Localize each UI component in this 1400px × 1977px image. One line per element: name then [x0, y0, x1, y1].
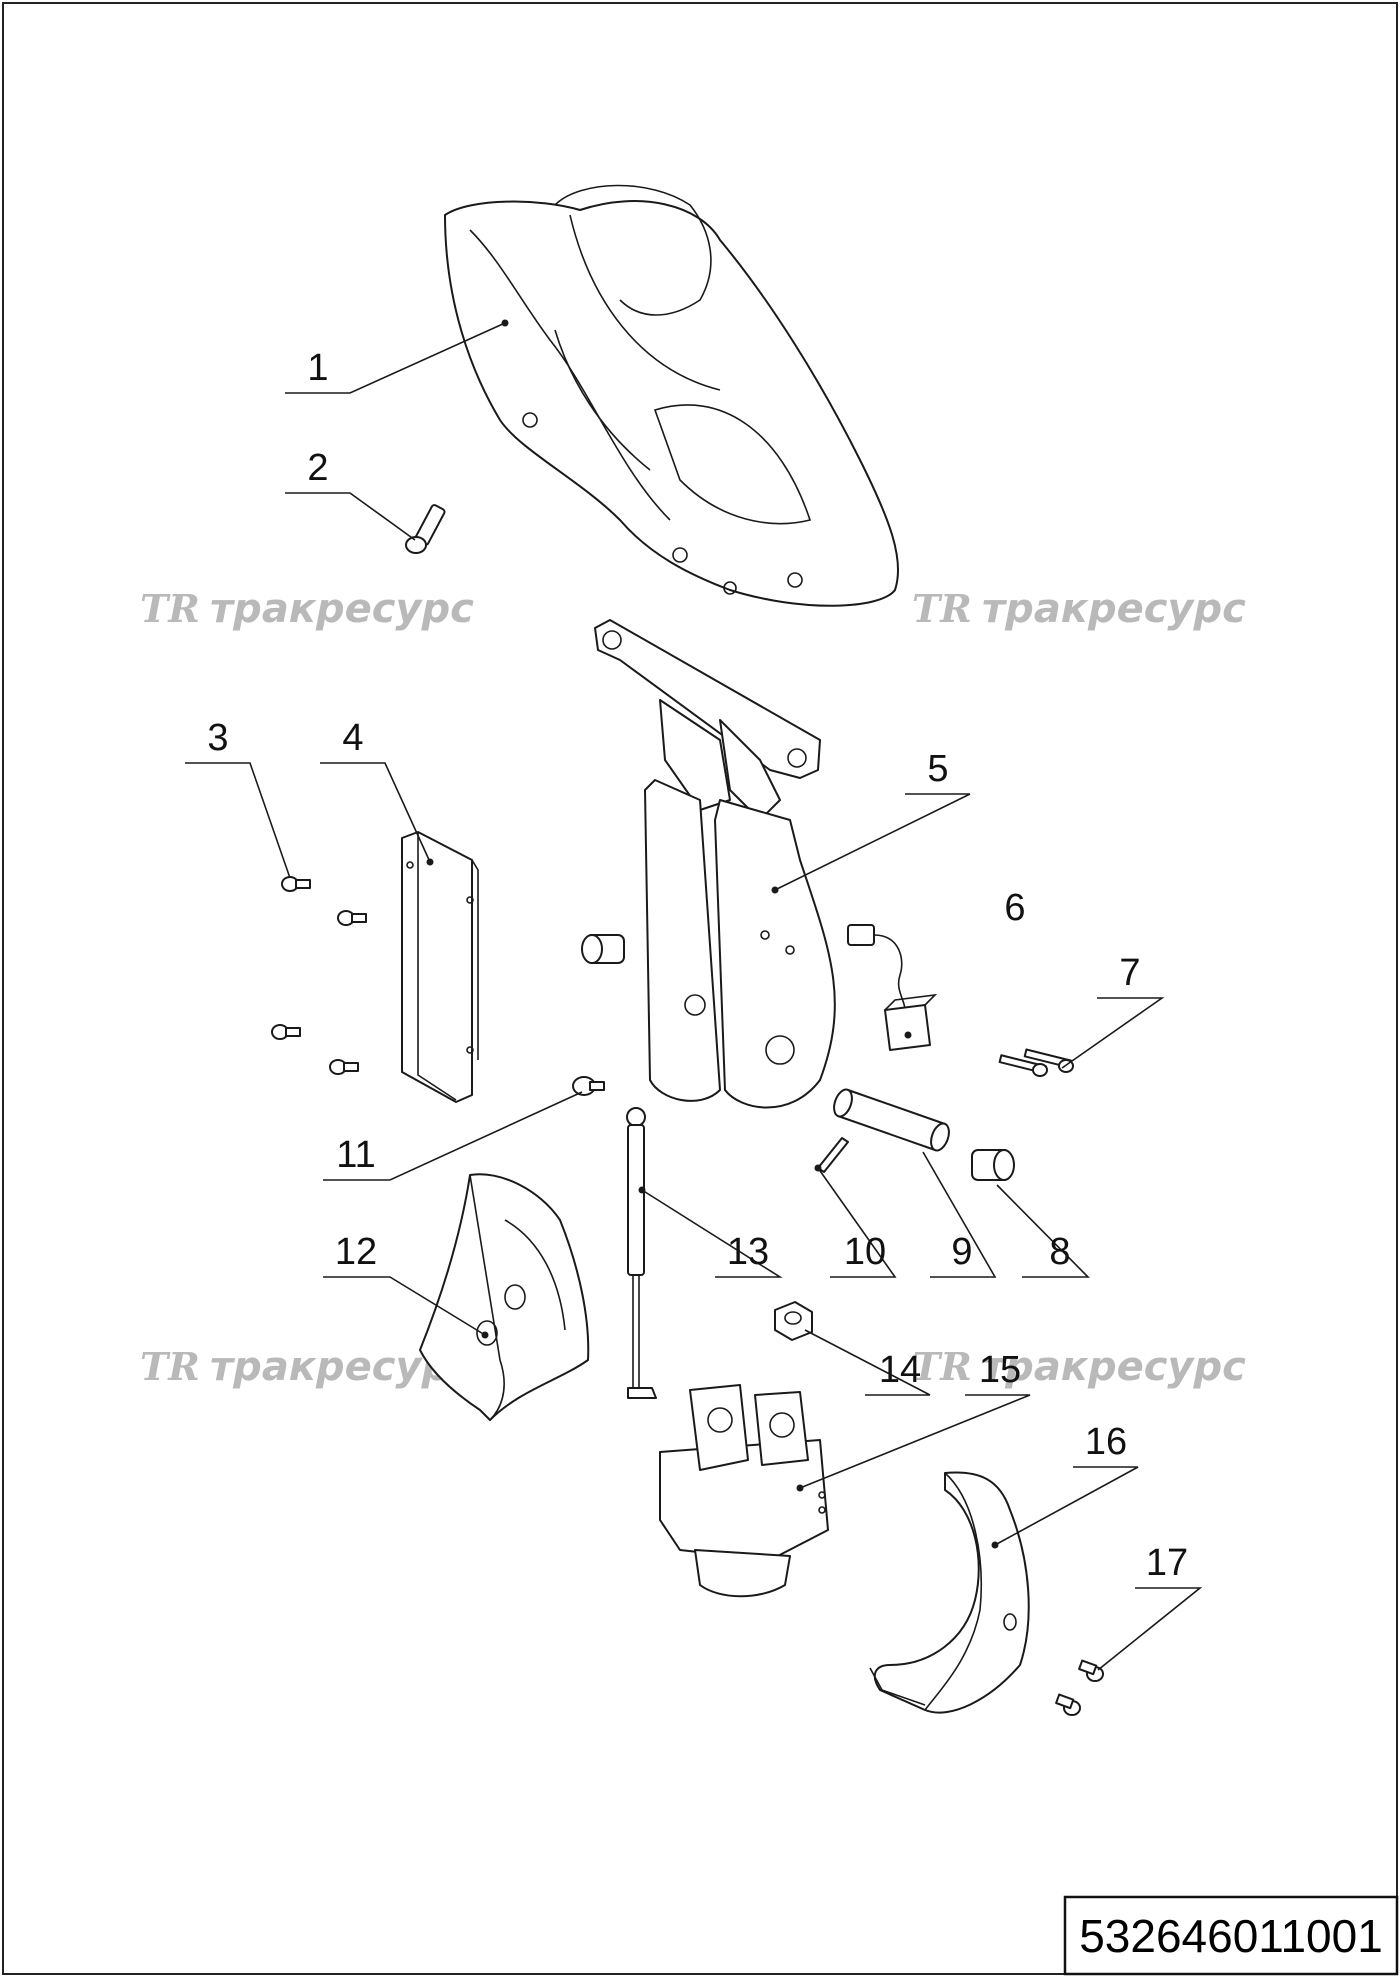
callout-10: 10 — [844, 1231, 886, 1273]
callout-12: 12 — [335, 1231, 377, 1273]
callout-5: 5 — [927, 748, 948, 790]
svg-text:тракресурс: тракресурс — [982, 586, 1246, 632]
leader-lines — [185, 320, 1203, 1671]
svg-text:TR: TR — [912, 586, 972, 631]
part-5-column-bracket — [594, 619, 836, 1109]
callout-7: 7 — [1119, 952, 1140, 994]
part-4-cover-plate — [401, 831, 479, 1103]
part-3-screws — [271, 876, 367, 1075]
callout-4: 4 — [342, 717, 363, 759]
part-10-split-pin — [817, 1137, 849, 1173]
callout-17: 17 — [1146, 1542, 1188, 1584]
bushing — [581, 934, 625, 964]
part-1-shell — [444, 184, 899, 607]
callout-3: 3 — [207, 717, 228, 759]
part-8-bushing — [971, 1149, 1015, 1181]
drawing-number-box: 532646011001 — [1063, 1895, 1399, 1976]
part-6-sensor — [847, 924, 938, 1051]
svg-text:TR: TR — [912, 1344, 972, 1389]
callout-9: 9 — [951, 1231, 972, 1273]
callout-2: 2 — [307, 447, 328, 489]
callout-labels: 1 2 3 4 5 6 7 8 9 10 11 12 13 14 15 16 1… — [207, 347, 1188, 1584]
part-17-screws — [1055, 1659, 1104, 1716]
drawing-number: 532646011001 — [1079, 1910, 1383, 1962]
watermark-top-right: TR тракресурс — [912, 586, 1246, 632]
callout-1: 1 — [307, 347, 328, 389]
svg-text:тракресурс: тракресурс — [210, 586, 474, 632]
svg-text:тракресурс: тракресурс — [982, 1344, 1246, 1390]
part-9-pin — [833, 1088, 950, 1152]
callout-14: 14 — [879, 1349, 921, 1391]
callout-11: 11 — [336, 1134, 375, 1176]
part-13-gas-strut — [626, 1107, 657, 1399]
svg-text:TR: TR — [140, 586, 200, 631]
part-14-nut — [774, 1301, 813, 1341]
callout-13: 13 — [727, 1231, 769, 1273]
svg-text:TR: TR — [140, 1344, 200, 1389]
callout-8: 8 — [1049, 1231, 1070, 1273]
part-7-bolts — [998, 1048, 1074, 1077]
callout-15: 15 — [979, 1349, 1021, 1391]
callout-16: 16 — [1085, 1421, 1127, 1463]
watermark-top-left: TR тракресурс — [140, 586, 474, 632]
part-2-screw — [405, 504, 446, 554]
part-16-right-cover — [869, 1471, 1030, 1714]
callout-6: 6 — [1004, 887, 1025, 929]
part-11-screw — [572, 1076, 605, 1096]
part-15-base-block — [659, 1384, 829, 1598]
watermark-bottom-right: TR тракресурс — [912, 1344, 1246, 1390]
part-12-left-cover — [419, 1173, 590, 1421]
